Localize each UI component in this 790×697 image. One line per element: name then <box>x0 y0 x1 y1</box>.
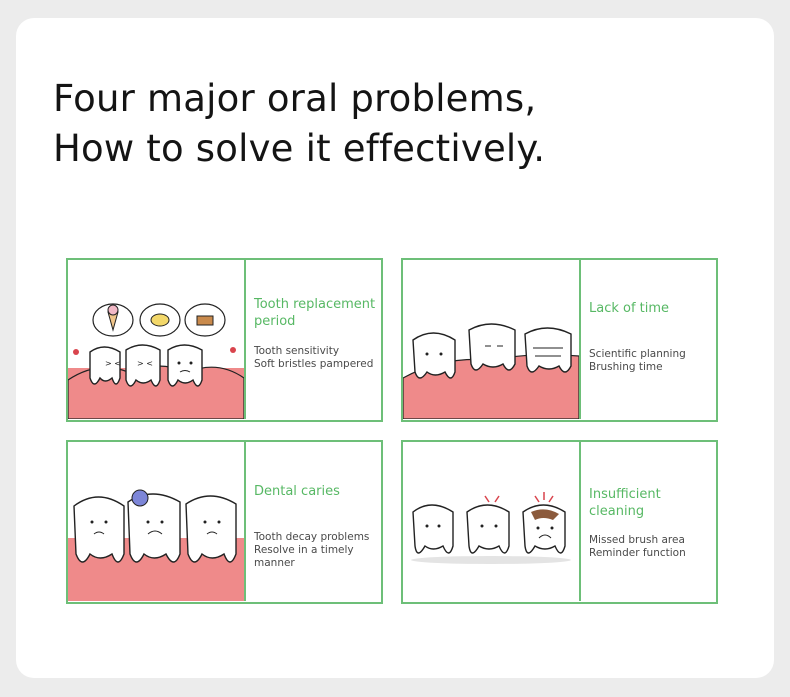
title-line-1: Four major oral problems, <box>53 77 537 120</box>
sensitive-teeth-illustration: > < > < <box>68 260 246 419</box>
title-line-2: How to solve it effectively. <box>53 127 546 170</box>
three-teeth-illustration <box>403 260 581 419</box>
panel-description: Scientific planning Brushing time <box>589 348 686 373</box>
panel-heading: Dental caries <box>254 484 340 499</box>
page-title: Four major oral problems, How to solve i… <box>53 74 545 174</box>
panel-lack-of-time: Lack of time Scientific planning Brushin… <box>401 258 718 422</box>
panel-description: Missed brush area Reminder function <box>589 534 686 559</box>
panel-description: Tooth sensitivity Soft bristles pampered <box>254 345 374 370</box>
svg-text:> <: > < <box>137 359 153 368</box>
worried-teeth-illustration <box>68 442 246 601</box>
svg-text:> <: > < <box>105 359 121 368</box>
panel-insufficient-cleaning: Insufficient cleaning Missed brush area … <box>401 440 718 604</box>
panel-tooth-replacement: > < > < Tooth replacement period Tooth s… <box>66 258 383 422</box>
panel-heading: Tooth replacement period <box>254 297 376 329</box>
panel-dental-caries: Dental caries Tooth decay problems Resol… <box>66 440 383 604</box>
panel-description: Tooth decay problems Resolve in a timely… <box>254 531 370 569</box>
panel-heading: Insufficient cleaning <box>589 487 661 519</box>
decaying-teeth-illustration <box>403 442 581 601</box>
panel-heading: Lack of time <box>589 301 670 316</box>
